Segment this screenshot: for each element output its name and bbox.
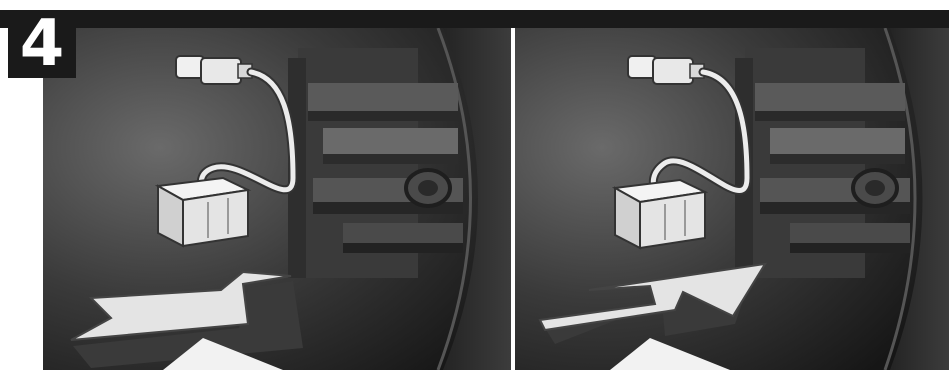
- step-header-bar: [0, 10, 949, 28]
- panel-divider: [511, 28, 515, 370]
- step-number-badge: 4: [8, 10, 76, 78]
- illustration-disconnect: [43, 28, 511, 370]
- terminal-block: [615, 180, 705, 248]
- illustration-connect: [515, 28, 949, 370]
- terminal-block: [158, 178, 248, 246]
- panel-connect: [515, 28, 949, 370]
- panel-disconnect: [43, 28, 511, 370]
